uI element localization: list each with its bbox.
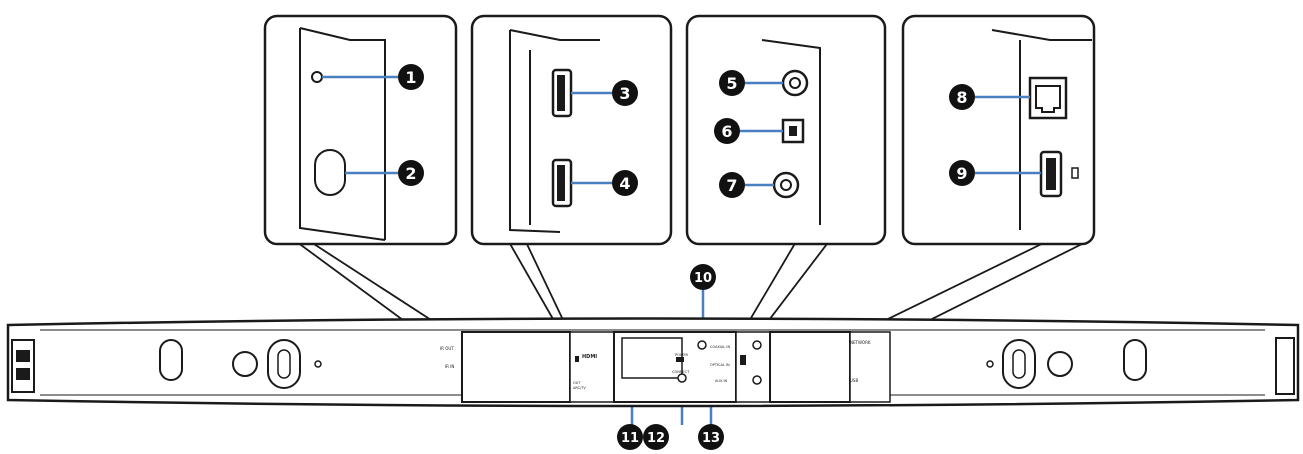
soundbar-body — [6, 317, 1300, 408]
callout-12: 12 — [643, 424, 669, 450]
callout-12-label: 12 — [647, 431, 665, 446]
callout-13-label: 13 — [702, 431, 720, 446]
callout-7: 7 — [719, 172, 745, 198]
callout-4-label: 4 — [619, 174, 630, 193]
callout-7-label: 7 — [726, 176, 737, 195]
label-hdmi-arc: ARC/TV — [573, 386, 586, 390]
label-aux: AUX IN — [715, 379, 727, 383]
foot-right — [1123, 339, 1147, 381]
label-ir-in: IR IN — [445, 364, 454, 369]
callout-5: 5 — [719, 70, 745, 96]
bar-tiny-labels: IR OUT IR IN HDMI OUT ARC/TV COAXIAL IN … — [440, 340, 871, 390]
detail-box-network-usb — [901, 14, 1096, 246]
recess-hdmi — [569, 331, 615, 403]
label-hdmi-out: OUT — [573, 381, 581, 385]
detail-box-frame — [263, 14, 458, 246]
end-cap-left — [11, 339, 35, 393]
detail-box-frame — [470, 14, 673, 246]
panel-edge — [299, 27, 386, 240]
callout-13: 13 — [698, 424, 724, 450]
label-coaxial: COAXIAL IN — [710, 345, 730, 349]
callout-6: 6 — [714, 118, 740, 144]
ir-sensor-port — [311, 71, 323, 83]
indicator-11 — [676, 357, 684, 362]
label-usb: USB — [850, 378, 858, 383]
callout-9-label: 9 — [956, 164, 967, 183]
detail-box-hdmi — [470, 14, 673, 246]
end-cap-right — [1275, 337, 1295, 395]
detail-box-frame — [901, 14, 1096, 246]
callout-11-label: 11 — [621, 431, 639, 446]
callout-1: 1 — [398, 64, 424, 90]
callout-1-label: 1 — [405, 68, 416, 87]
callout-11: 11 — [617, 424, 643, 450]
label-connect: CONNECT — [672, 370, 690, 374]
callout-2-label: 2 — [405, 164, 416, 183]
ir-window — [314, 149, 346, 196]
callout-badges: 1 2 3 4 5 6 7 8 9 10 11 12 13 — [398, 64, 975, 450]
recess-network — [769, 331, 851, 403]
callout-4: 4 — [612, 170, 638, 196]
callout-5-label: 5 — [726, 74, 737, 93]
callout-8: 8 — [949, 84, 975, 110]
callout-10-label: 10 — [694, 271, 712, 286]
label-network: NETWORK — [850, 340, 871, 345]
callout-9: 9 — [949, 160, 975, 186]
label-ir-out: IR OUT — [440, 346, 454, 351]
foot-left — [159, 339, 183, 381]
callout-6-label: 6 — [721, 122, 732, 141]
button-12 — [677, 373, 687, 383]
detail-box-ir — [263, 14, 458, 246]
label-hdmi: HDMI — [582, 354, 597, 360]
callout-10: 10 — [690, 264, 716, 290]
callout-3: 3 — [612, 80, 638, 106]
recess-ir — [461, 331, 571, 403]
label-optical: OPTICAL IN — [710, 363, 730, 367]
callout-3-label: 3 — [619, 84, 630, 103]
button-10 — [697, 340, 707, 350]
callout-8-label: 8 — [956, 88, 967, 107]
label-power: POWER — [675, 353, 689, 357]
callout-2: 2 — [398, 160, 424, 186]
